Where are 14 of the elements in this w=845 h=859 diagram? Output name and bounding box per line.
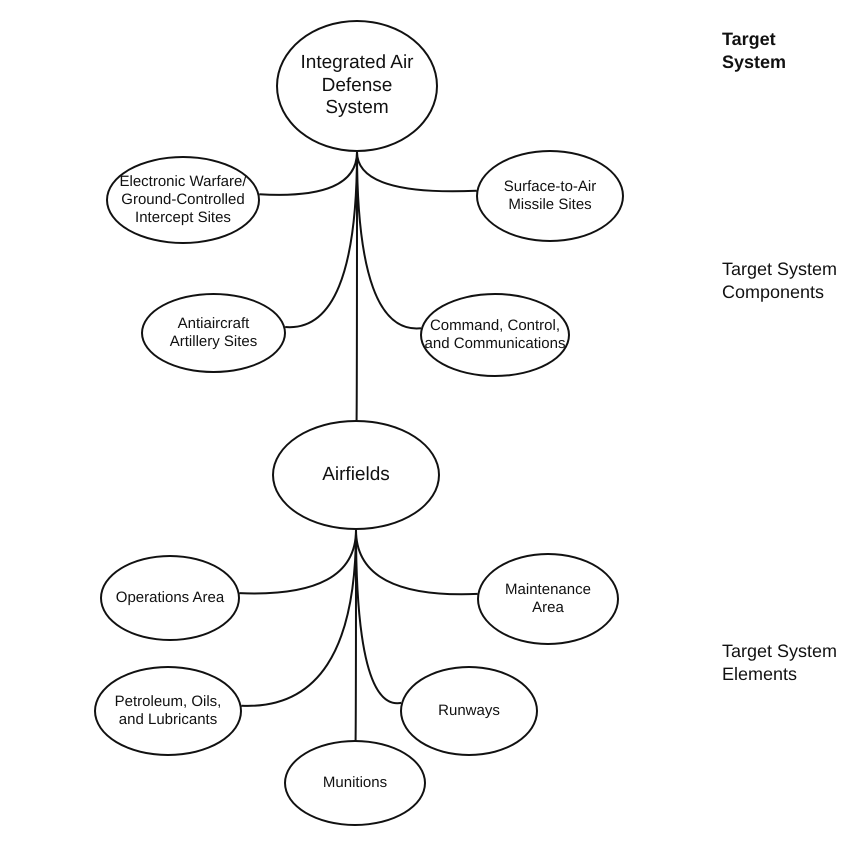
node-label: Command, Control, and Communications — [424, 317, 566, 353]
node-label: Surface-to-Air Missile Sites — [502, 178, 598, 214]
level-label: Target System — [722, 28, 788, 74]
node-label: Munitions — [322, 774, 388, 792]
node-label: Electronic Warfare/ Ground-Controlled Intercept Sites — [118, 173, 248, 227]
node-label: Runways — [438, 702, 500, 720]
level-label: Target System Elements — [722, 640, 838, 686]
node-label: Maintenance Area — [504, 581, 592, 617]
node-label: Operations Area — [116, 589, 224, 607]
node-label: Antiaircraft Artillery Sites — [168, 315, 258, 351]
node-label: Airfields — [322, 464, 390, 486]
node-label: Petroleum, Oils, and Lubricants — [114, 693, 222, 729]
node-label: Integrated Air Defense System — [299, 52, 415, 120]
level-label: Target System Components — [722, 258, 838, 304]
